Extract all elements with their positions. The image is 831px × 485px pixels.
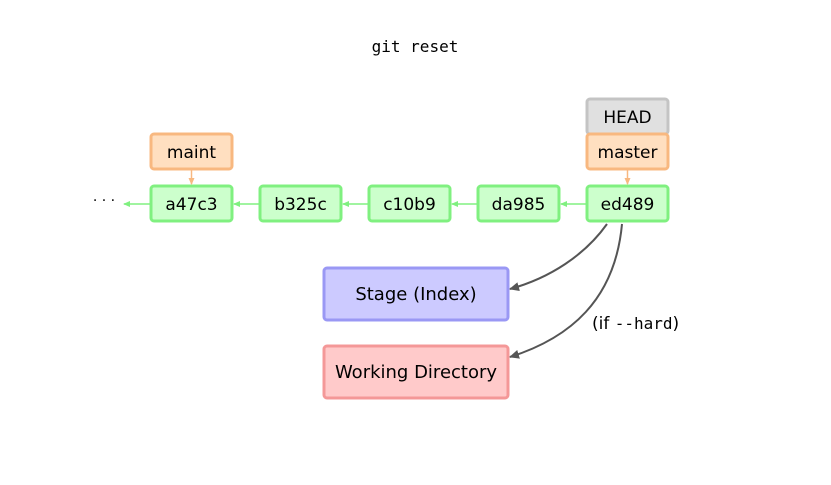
commit-a47c3: a47c3	[149, 184, 234, 223]
commit-b325c: b325c	[258, 184, 343, 223]
branch-label-maint: maint	[167, 143, 216, 163]
commit-label: c10b9	[383, 195, 436, 215]
hard-note-prefix: (if	[592, 314, 615, 334]
hard-note-suffix: )	[673, 314, 680, 334]
reset-arrow-to-working-directory	[509, 223, 623, 359]
branch-label-master: master	[598, 143, 658, 163]
stage-index-box: Stage (Index)	[322, 266, 510, 322]
commit-da985: da985	[476, 184, 561, 223]
commit-label: ed489	[601, 195, 655, 215]
commit-label: b325c	[274, 195, 327, 215]
hard-flag-note: (if --hard)	[592, 314, 679, 334]
commit-label: da985	[492, 195, 546, 215]
branch-maint: maint	[149, 132, 234, 171]
working-directory-label: Working Directory	[335, 362, 497, 383]
stage-index-label: Stage (Index)	[355, 284, 476, 305]
branch-master: master	[585, 132, 670, 171]
commit-ed489: ed489	[585, 184, 670, 223]
commit-label: a47c3	[165, 195, 217, 215]
head-label: HEAD	[603, 108, 651, 128]
reset-arrow-to-stage	[509, 223, 608, 291]
working-directory-box: Working Directory	[322, 344, 510, 400]
history-ellipsis: · · ·	[93, 193, 115, 209]
commit-c10b9: c10b9	[367, 184, 452, 223]
diagram-title: git reset	[372, 37, 459, 56]
hard-note-flag: --hard	[615, 314, 673, 333]
head-pointer: HEAD	[585, 97, 670, 136]
